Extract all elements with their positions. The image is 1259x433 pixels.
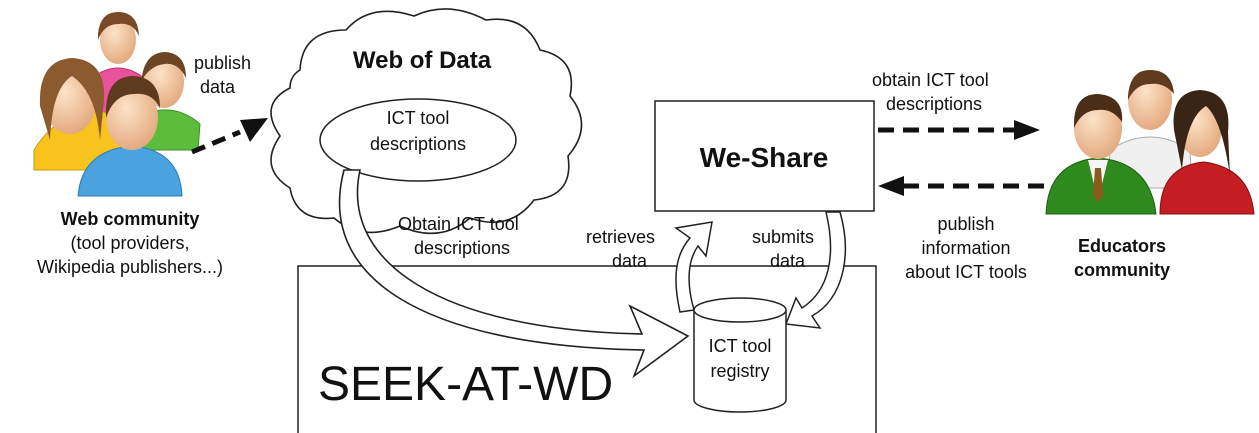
publish-right-arrow (878, 176, 1044, 196)
retrieves-label-2: data (612, 251, 648, 271)
web-community-people-icon (33, 12, 201, 197)
registry-label-2: registry (710, 361, 769, 381)
publish-data-arrow (191, 118, 268, 155)
web-of-data-cloud: Web of Data ICT tool descriptions (270, 8, 583, 235)
educators-label-1: Educators (1078, 236, 1166, 256)
obtain-right-label-2: descriptions (886, 94, 982, 114)
obtain-right-label-1: obtain ICT tool (872, 70, 989, 90)
ellipse-label-1: ICT tool (387, 108, 450, 128)
retrieves-label-1: retrieves (586, 227, 655, 247)
ict-descriptions-ellipse (319, 98, 517, 182)
we-share-label: We-Share (700, 142, 829, 173)
submits-label-2: data (770, 251, 806, 271)
obtain-center-label-2: descriptions (414, 238, 510, 258)
web-community-label: Web community (61, 209, 200, 229)
seek-at-wd-label: SEEK-AT-WD (318, 358, 613, 411)
obtain-center-label-1: Obtain ICT tool (398, 214, 519, 234)
obtain-right-arrow (878, 120, 1040, 140)
web-of-data-title: Web of Data (353, 47, 492, 74)
seek-at-wd-box: SEEK-AT-WD (297, 265, 877, 433)
web-community-subtitle-1: (tool providers, (70, 233, 189, 253)
educators-label-2: community (1074, 260, 1170, 280)
web-community-subtitle-2: Wikipedia publishers...) (37, 257, 223, 277)
publish-right-label-2: information (921, 238, 1010, 258)
registry-label-1: ICT tool (709, 336, 772, 356)
ellipse-label-2: descriptions (370, 134, 466, 154)
publish-right-label-3: about ICT tools (905, 262, 1027, 282)
obtain-descriptions-arrow (338, 169, 690, 379)
ict-tool-registry-cylinder: ICT tool registry (693, 297, 787, 413)
submits-label-1: submits (752, 227, 814, 247)
we-share-box: We-Share (654, 100, 875, 212)
publish-data-label-2: data (200, 77, 236, 97)
educators-people-icon (1045, 70, 1255, 215)
retrieves-data-arrow (674, 221, 713, 313)
publish-data-label-1: publish (194, 53, 251, 73)
publish-right-label-1: publish (937, 214, 994, 234)
